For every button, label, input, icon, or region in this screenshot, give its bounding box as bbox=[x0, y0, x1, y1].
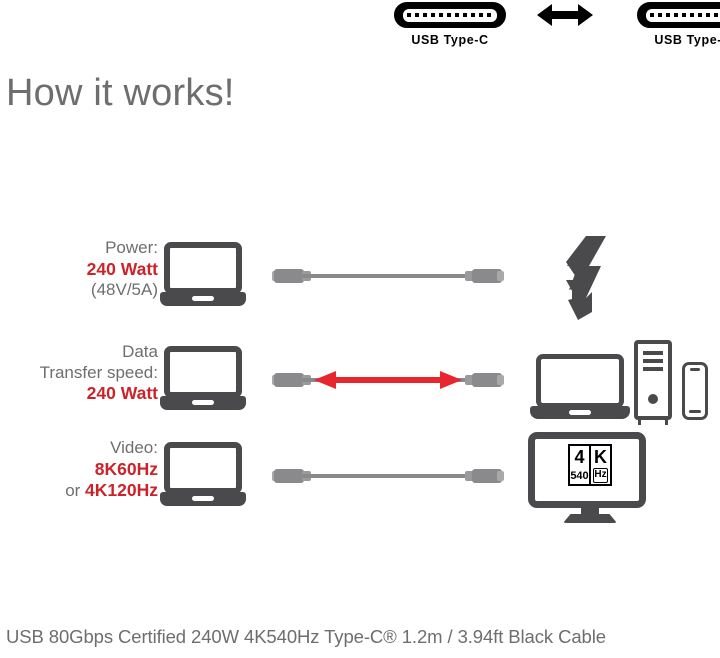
usb-c-cable-icon bbox=[272, 264, 504, 288]
usb-c-cable-icon bbox=[272, 368, 504, 392]
diagram-row-data: Data Transfer speed: 240 Watt bbox=[0, 336, 720, 428]
row-label-data: Data Transfer speed: 240 Watt bbox=[0, 342, 158, 405]
badge-bottom-left: 540 bbox=[570, 470, 589, 482]
usb-type-c-header: USB Type-C USB Type-C bbox=[0, 0, 720, 52]
page-title: How it works! bbox=[6, 72, 235, 114]
desktop-laptop-icon bbox=[530, 354, 630, 420]
usb-type-c-connector-left: USB Type-C bbox=[385, 2, 515, 47]
resolution-badge: 4 540 K Hz bbox=[568, 444, 612, 486]
laptop-icon bbox=[160, 242, 246, 308]
tower-feet bbox=[634, 420, 672, 425]
usb-type-c-connector-right: USB Type-C bbox=[628, 2, 720, 47]
row-label-power: Power: 240 Watt (48V/5A) bbox=[0, 238, 158, 301]
badge-bottom-right: Hz bbox=[593, 468, 608, 483]
row-label-line: Transfer speed: bbox=[39, 362, 158, 382]
desktop-tower-icon bbox=[634, 340, 672, 420]
bidirectional-arrow-icon bbox=[537, 4, 593, 26]
badge-top-left: 4 bbox=[574, 447, 585, 467]
row-label-line: 8K60Hz bbox=[94, 458, 158, 479]
laptop-icon bbox=[160, 346, 246, 412]
row-label-line-mixed: or 4K120Hz bbox=[0, 480, 158, 502]
row-label-line: Video: bbox=[110, 438, 158, 457]
usb-type-c-label-left: USB Type-C bbox=[411, 33, 489, 47]
diagram-row-video: Video: 8K60Hz or 4K120Hz 4 540 K Hz bbox=[0, 432, 720, 524]
badge-top-right: K bbox=[594, 447, 607, 467]
lightning-bolt-icon bbox=[566, 236, 606, 320]
usb-type-c-port-icon bbox=[394, 2, 506, 28]
usb-c-cable-icon bbox=[272, 464, 504, 488]
row-label-line: Data bbox=[122, 342, 158, 361]
row-label-line: (48V/5A) bbox=[90, 280, 158, 300]
row-label-line: 240 Watt bbox=[86, 383, 158, 404]
monitor-icon: 4 540 K Hz bbox=[528, 432, 652, 524]
row-label-line: Power: bbox=[105, 238, 158, 257]
laptop-icon bbox=[160, 442, 246, 508]
devices-group-icon bbox=[530, 340, 710, 425]
smartphone-icon bbox=[682, 362, 708, 420]
row-label-line: 240 Watt bbox=[86, 258, 158, 279]
usb-type-c-label-right: USB Type-C bbox=[654, 33, 720, 47]
diagram-row-power: Power: 240 Watt (48V/5A) bbox=[0, 232, 720, 324]
row-label-video: Video: 8K60Hz or 4K120Hz bbox=[0, 438, 158, 502]
usb-type-c-port-icon bbox=[637, 2, 720, 28]
product-caption: USB 80Gbps Certified 240W 4K540Hz Type-C… bbox=[6, 626, 606, 647]
row-label-prefix: or bbox=[65, 481, 86, 501]
row-label-emphasis: 4K120Hz bbox=[85, 480, 158, 501]
double-arrow-icon bbox=[314, 371, 462, 389]
